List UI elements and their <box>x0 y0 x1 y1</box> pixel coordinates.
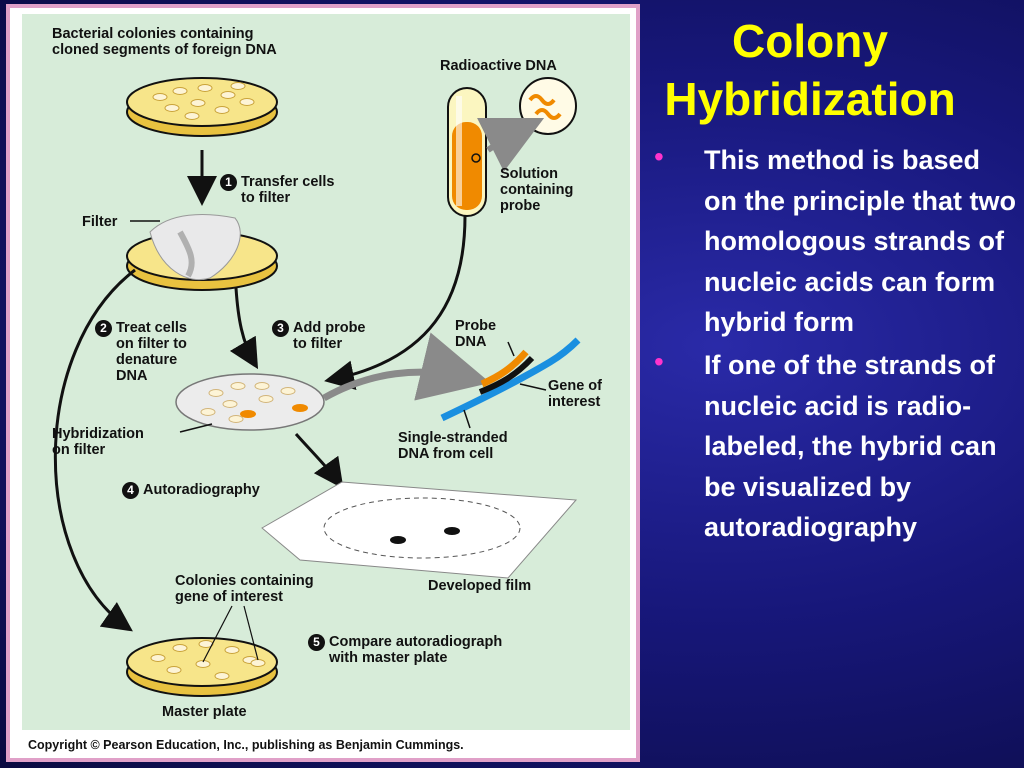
master-plate <box>126 605 278 697</box>
label-radioactive-dna: Radioactive DNA <box>440 58 557 74</box>
label-gene-of-interest: Gene of interest <box>548 378 602 410</box>
bullet-dot-icon: • <box>654 345 664 377</box>
copyright-text: Copyright © Pearson Education, Inc., pub… <box>28 738 464 752</box>
step-2-text: Treat cells on filter to denature DNA <box>116 320 187 384</box>
colony-hybridization-diagram <box>53 77 581 697</box>
developed-film <box>261 481 578 579</box>
label-colonies-gene: Colonies containing gene of interest <box>175 573 314 605</box>
step-4-text: Autoradiography <box>143 482 260 498</box>
step-1-number: 1 <box>220 174 237 191</box>
label-developed-film: Developed film <box>428 578 532 594</box>
step-2-number: 2 <box>95 320 112 337</box>
step-3-number: 3 <box>272 320 289 337</box>
slide-title: Colony Hybridization <box>664 15 956 125</box>
petri-dish-filter <box>126 214 278 291</box>
label-single-stranded: Single-stranded DNA from cell <box>398 430 508 462</box>
hybridization-filter <box>175 373 325 431</box>
bullet-text: This method is based on the principle th… <box>704 145 1016 338</box>
dna-hybrid-zoom <box>440 337 581 429</box>
test-tube <box>447 87 487 217</box>
label-filter: Filter <box>82 214 118 230</box>
bullet-item: • This method is based on the principle … <box>648 140 1018 343</box>
bullet-list: • This method is based on the principle … <box>648 140 1018 550</box>
bullet-item: • If one of the strands of nucleic acid … <box>648 345 1018 548</box>
petri-dish-top <box>126 77 278 137</box>
bullet-dot-icon: • <box>654 141 664 172</box>
step-5-text: Compare autoradiograph with master plate <box>329 634 503 666</box>
step-3-text: Add probe to filter <box>293 320 366 352</box>
bullet-text: If one of the strands of nucleic acid is… <box>704 349 997 543</box>
label-bacterial-colonies: Bacterial colonies containing cloned seg… <box>52 26 277 58</box>
label-hybridization: Hybridization on filter <box>52 426 144 458</box>
step-4-number: 4 <box>122 482 139 499</box>
label-master-plate: Master plate <box>162 704 247 720</box>
step-5-number: 5 <box>308 634 325 651</box>
radioactive-dna-circle <box>519 77 577 135</box>
label-probe-dna: Probe DNA <box>455 318 497 350</box>
step-1-text: Transfer cells to filter <box>241 174 335 206</box>
label-solution-probe: Solution containing probe <box>500 166 574 214</box>
